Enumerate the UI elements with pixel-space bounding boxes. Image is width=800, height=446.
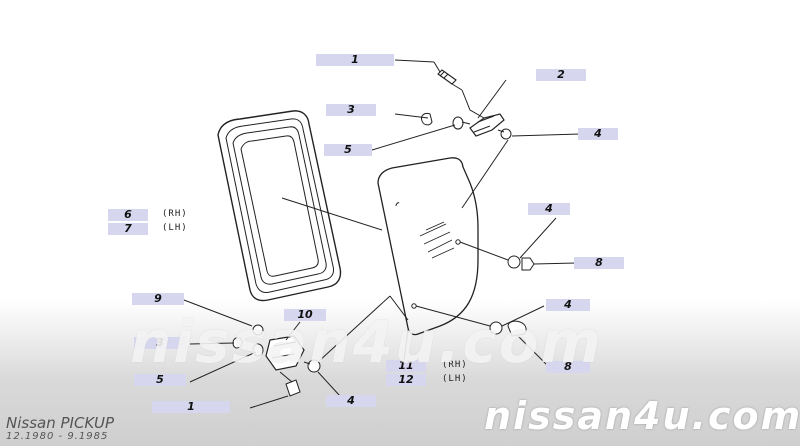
callout-1-top[interactable]: 1: [316, 54, 394, 66]
callout-5-bot[interactable]: 5: [134, 374, 186, 386]
callout-2[interactable]: 2: [536, 69, 586, 81]
callout-8-low[interactable]: 8: [546, 361, 590, 373]
screw-top: [437, 69, 467, 101]
side-label-rh-right: (RH): [442, 360, 468, 370]
hinge-bracket: [465, 99, 505, 137]
leader-frame-glass: [281, 197, 383, 231]
side-label-lh-left: (LH): [162, 223, 188, 233]
watermark-center: nissan4u.com: [130, 308, 603, 376]
hinge-fasteners-top: [394, 113, 512, 140]
callout-4-top[interactable]: 4: [578, 128, 618, 140]
callout-5-top[interactable]: 5: [324, 144, 372, 156]
window-frame: [217, 110, 342, 302]
callout-6[interactable]: 6: [108, 209, 148, 221]
callout-4-bot[interactable]: 4: [326, 395, 376, 407]
callout-1-bot[interactable]: 1: [152, 401, 230, 413]
fasteners-low-right: [415, 305, 549, 367]
callout-7[interactable]: 7: [108, 223, 148, 235]
leader-1-top: [433, 61, 441, 73]
callout-10[interactable]: 10: [284, 309, 326, 321]
callout-8-mid[interactable]: 8: [574, 257, 624, 269]
leader-11: [403, 329, 409, 361]
side-label-lh-right: (LH): [442, 374, 468, 384]
leader-2: [477, 79, 507, 119]
callout-9[interactable]: 9: [132, 293, 184, 305]
callout-3-top[interactable]: 3: [326, 104, 376, 116]
callout-11[interactable]: 11: [386, 360, 426, 372]
model-date-range: 12.1980 - 9.1985: [6, 431, 109, 442]
watermark-corner: nissan4u.com: [484, 394, 800, 438]
leader-hinge-glass: [461, 139, 509, 209]
model-title: Nissan PICKUP: [6, 414, 115, 432]
callout-4-mid[interactable]: 4: [528, 203, 570, 215]
hinge-lower-left: [183, 295, 409, 409]
callout-3-bot[interactable]: 3: [134, 337, 186, 349]
leader-1-top-b: [394, 59, 435, 63]
callout-12[interactable]: 12: [386, 374, 426, 386]
leader-5-top: [371, 124, 456, 151]
leader-4-top: [511, 133, 581, 137]
side-label-rh-left: (RH): [162, 209, 188, 219]
callout-4-low[interactable]: 4: [546, 299, 590, 311]
bottom-gradient: [0, 300, 800, 446]
fasteners-mid-right: [459, 217, 577, 271]
